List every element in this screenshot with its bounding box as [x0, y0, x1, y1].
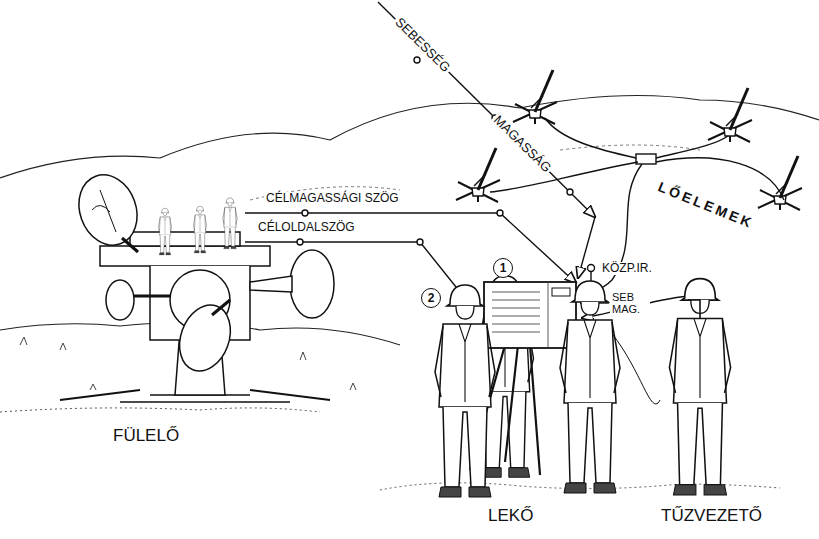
part-label: TŰZVEZETŐ: [661, 507, 762, 526]
callout-number: 1: [500, 262, 507, 274]
callout-circle: 2: [421, 288, 441, 308]
part-label: KÖZP.IR.: [600, 262, 654, 275]
line-label: CÉLOLDALSZÖG: [256, 221, 357, 234]
callout-circle: 1: [493, 258, 513, 278]
part-label: LEKŐ: [488, 507, 533, 526]
line-label: SEBESSÉG: [391, 14, 454, 77]
part-label: SEB MAG.: [610, 291, 650, 315]
line-label: MAGASSÁG: [489, 111, 555, 176]
wire-label: LŐELEMEK: [654, 179, 758, 233]
callout-number: 2: [428, 292, 435, 304]
part-label: FÜLELŐ: [113, 427, 179, 446]
line-label: CÉLMAGASSÁGI SZÖG: [264, 192, 401, 205]
firing-data-wires: [490, 118, 784, 292]
predictor-crew: [435, 276, 731, 497]
gun-battery: [456, 70, 802, 210]
